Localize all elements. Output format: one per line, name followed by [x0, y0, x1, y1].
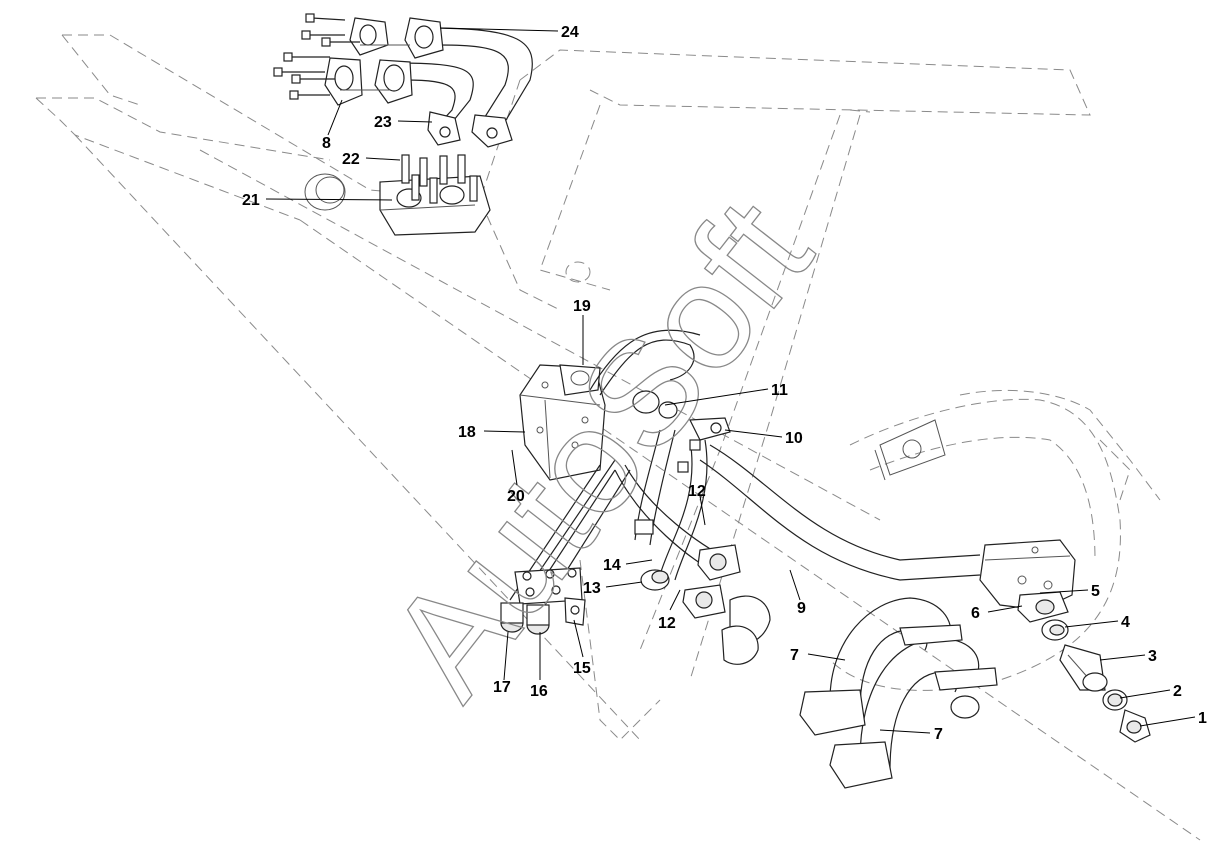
callout-21: 21 — [242, 192, 260, 209]
callout-2: 2 — [1173, 683, 1182, 700]
callout-14: 14 — [603, 557, 621, 574]
elbow-tubes — [799, 597, 998, 789]
callout-12a: 12 — [688, 483, 706, 500]
callout-6: 6 — [971, 605, 980, 622]
callout-4: 4 — [1121, 614, 1130, 631]
callout-9: 9 — [797, 600, 806, 617]
callout-20: 20 — [507, 488, 525, 505]
valve-block-assembly — [519, 364, 606, 481]
callout-15: 15 — [573, 660, 591, 677]
callout-3: 3 — [1148, 648, 1157, 665]
callout-18: 18 — [458, 424, 476, 441]
block-bolts — [401, 154, 478, 204]
callout-10: 10 — [785, 430, 803, 447]
watermark: AutoSoft — [355, 169, 843, 727]
manifold-block-assembly — [304, 154, 491, 236]
flange-elbow-assembly — [273, 13, 533, 148]
callout-23: 23 — [374, 114, 392, 131]
flange-bolts — [273, 13, 360, 100]
callout-5: 5 — [1091, 583, 1100, 600]
callout-17: 17 — [493, 679, 511, 696]
callout-8: 8 — [322, 135, 331, 152]
callout-24: 24 — [561, 24, 579, 41]
callout-12b: 12 — [658, 615, 676, 632]
callout-16: 16 — [530, 683, 548, 700]
callout-11: 11 — [771, 382, 788, 399]
watermark-text: AutoSoft — [356, 170, 843, 727]
callout-numbers: 1 2 3 4 5 6 7 7 8 9 10 11 12 12 13 14 15… — [242, 24, 1207, 743]
end-fittings — [979, 539, 1151, 743]
callout-7a: 7 — [790, 647, 799, 664]
callout-7b: 7 — [934, 726, 943, 743]
callout-19: 19 — [573, 298, 591, 315]
callout-13: 13 — [583, 580, 601, 597]
callout-22: 22 — [342, 151, 360, 168]
leader-lines — [265, 27, 1196, 734]
hose-bundle — [500, 329, 981, 665]
callout-1: 1 — [1198, 710, 1207, 727]
frame-phantom-outline — [35, 34, 1201, 841]
